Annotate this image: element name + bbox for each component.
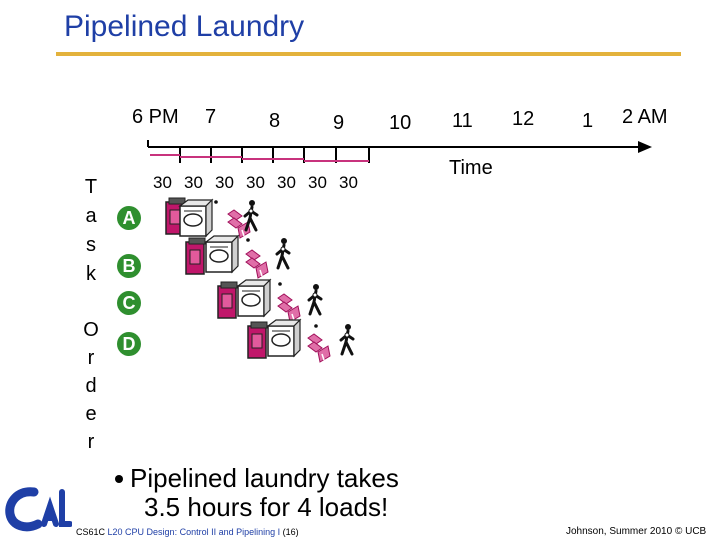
title-underline	[56, 52, 681, 56]
dryer-icon	[179, 199, 213, 237]
side-label-letter: a	[85, 205, 97, 227]
side-label-letter: O	[83, 319, 99, 341]
slot-label: 30	[246, 173, 265, 192]
timeline-arrow	[147, 140, 652, 163]
hour-label-6pm: 6 PM	[132, 106, 179, 128]
footer-course: CS61C	[76, 527, 106, 537]
footer-credit: Johnson, Summer 2010 © UCB	[566, 526, 707, 537]
hour-label-10: 10	[389, 112, 412, 134]
hour-label-2am: 2 AM	[622, 106, 668, 128]
side-label-letter: r	[87, 431, 95, 453]
folder-icon	[277, 293, 301, 323]
slot-label: 30	[153, 173, 172, 192]
bullet-line-1: Pipelined laundry takes	[130, 463, 399, 493]
side-label-letter: d	[85, 375, 97, 397]
washer-icon	[217, 281, 238, 319]
hour-label-8: 8	[269, 110, 281, 132]
hour-label-9: 9	[333, 112, 345, 134]
side-label-letter: T	[84, 176, 98, 198]
slot-label: 30	[308, 173, 327, 192]
task-row-a	[165, 197, 259, 239]
time-axis-label: Time	[449, 157, 493, 179]
task-circle-b: B	[117, 254, 141, 278]
task-circle-a: A	[117, 206, 141, 230]
folder-icon	[245, 249, 269, 279]
dryer-icon	[237, 279, 271, 317]
hour-label-12: 12	[512, 108, 535, 130]
slot-label: 30	[277, 173, 296, 192]
slot-label: 30	[339, 173, 358, 192]
walking-person-icon	[275, 236, 291, 270]
hour-label-7: 7	[205, 106, 217, 128]
side-label-letter: k	[86, 263, 96, 285]
walking-person-icon	[307, 282, 323, 316]
washer-icon	[247, 321, 268, 359]
task-row-c	[217, 279, 323, 323]
slot-label: 30	[184, 173, 203, 192]
side-label-letter: e	[85, 403, 97, 425]
walking-person-icon	[243, 198, 259, 232]
washer-icon	[185, 237, 206, 275]
task-row-d	[247, 319, 355, 363]
dryer-icon	[205, 235, 239, 273]
side-label-letter: s	[86, 234, 96, 256]
slide-title: Pipelined Laundry	[64, 10, 305, 43]
hour-label-1: 1	[582, 110, 594, 132]
dryer-icon	[267, 319, 301, 357]
hour-label-11: 11	[452, 110, 473, 132]
slot-label: 30	[215, 173, 234, 192]
bullet-dot	[115, 475, 123, 483]
footer-page-number: (16)	[282, 527, 299, 537]
task-circle-d: D	[117, 332, 141, 356]
task-circle-c: C	[117, 291, 141, 315]
footer-course-info: CS61C L20 CPU Design: Control II and Pip…	[76, 527, 299, 537]
walking-person-icon	[339, 322, 355, 356]
cal-logo-icon	[5, 487, 73, 532]
folder-icon	[307, 333, 331, 363]
bullet-line-2: 3.5 hours for 4 loads!	[144, 492, 389, 522]
side-label-letter: r	[87, 347, 95, 369]
footer-lecture: L20 CPU Design: Control II and Pipelinin…	[107, 527, 281, 537]
task-row-b	[185, 235, 291, 279]
cal-logo	[4, 484, 73, 543]
